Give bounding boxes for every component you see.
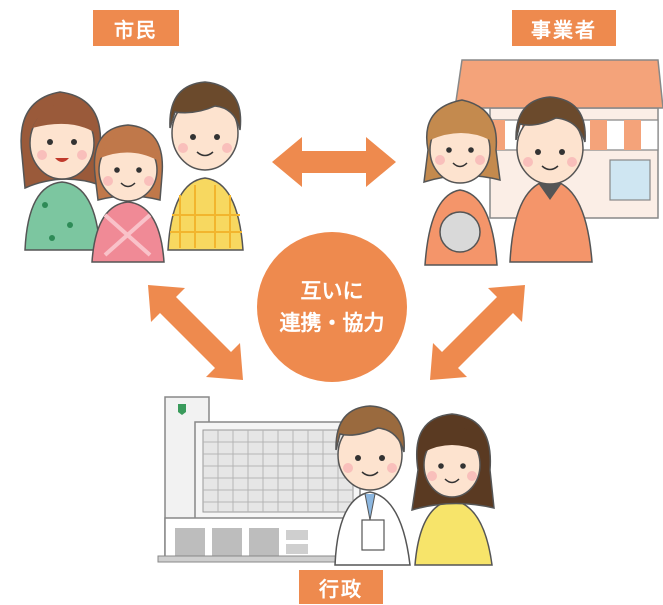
business-illustration bbox=[423, 59, 663, 266]
arrow-citizens-business bbox=[272, 137, 396, 187]
arrow-citizens-admin bbox=[148, 285, 243, 380]
center-text-line1: 互いに bbox=[300, 279, 364, 303]
label-administration: 行政 bbox=[299, 570, 383, 604]
administration-illustration bbox=[157, 396, 495, 566]
center-circle: 互いに 連携・協力 bbox=[257, 232, 407, 382]
citizens-illustration bbox=[20, 81, 244, 263]
arrow-business-admin bbox=[430, 285, 525, 380]
official-female-figure bbox=[411, 413, 495, 566]
mother-figure bbox=[20, 91, 102, 251]
label-business: 事業者 bbox=[512, 10, 616, 46]
center-text-line2: 連携・協力 bbox=[279, 311, 385, 335]
official-male-figure bbox=[334, 405, 411, 566]
label-citizens: 市民 bbox=[93, 10, 179, 46]
city-hall-building bbox=[157, 396, 369, 563]
father-figure bbox=[167, 81, 244, 251]
staff-male-figure bbox=[509, 96, 593, 263]
staff-female-figure bbox=[423, 99, 501, 266]
girl-figure bbox=[91, 124, 165, 263]
